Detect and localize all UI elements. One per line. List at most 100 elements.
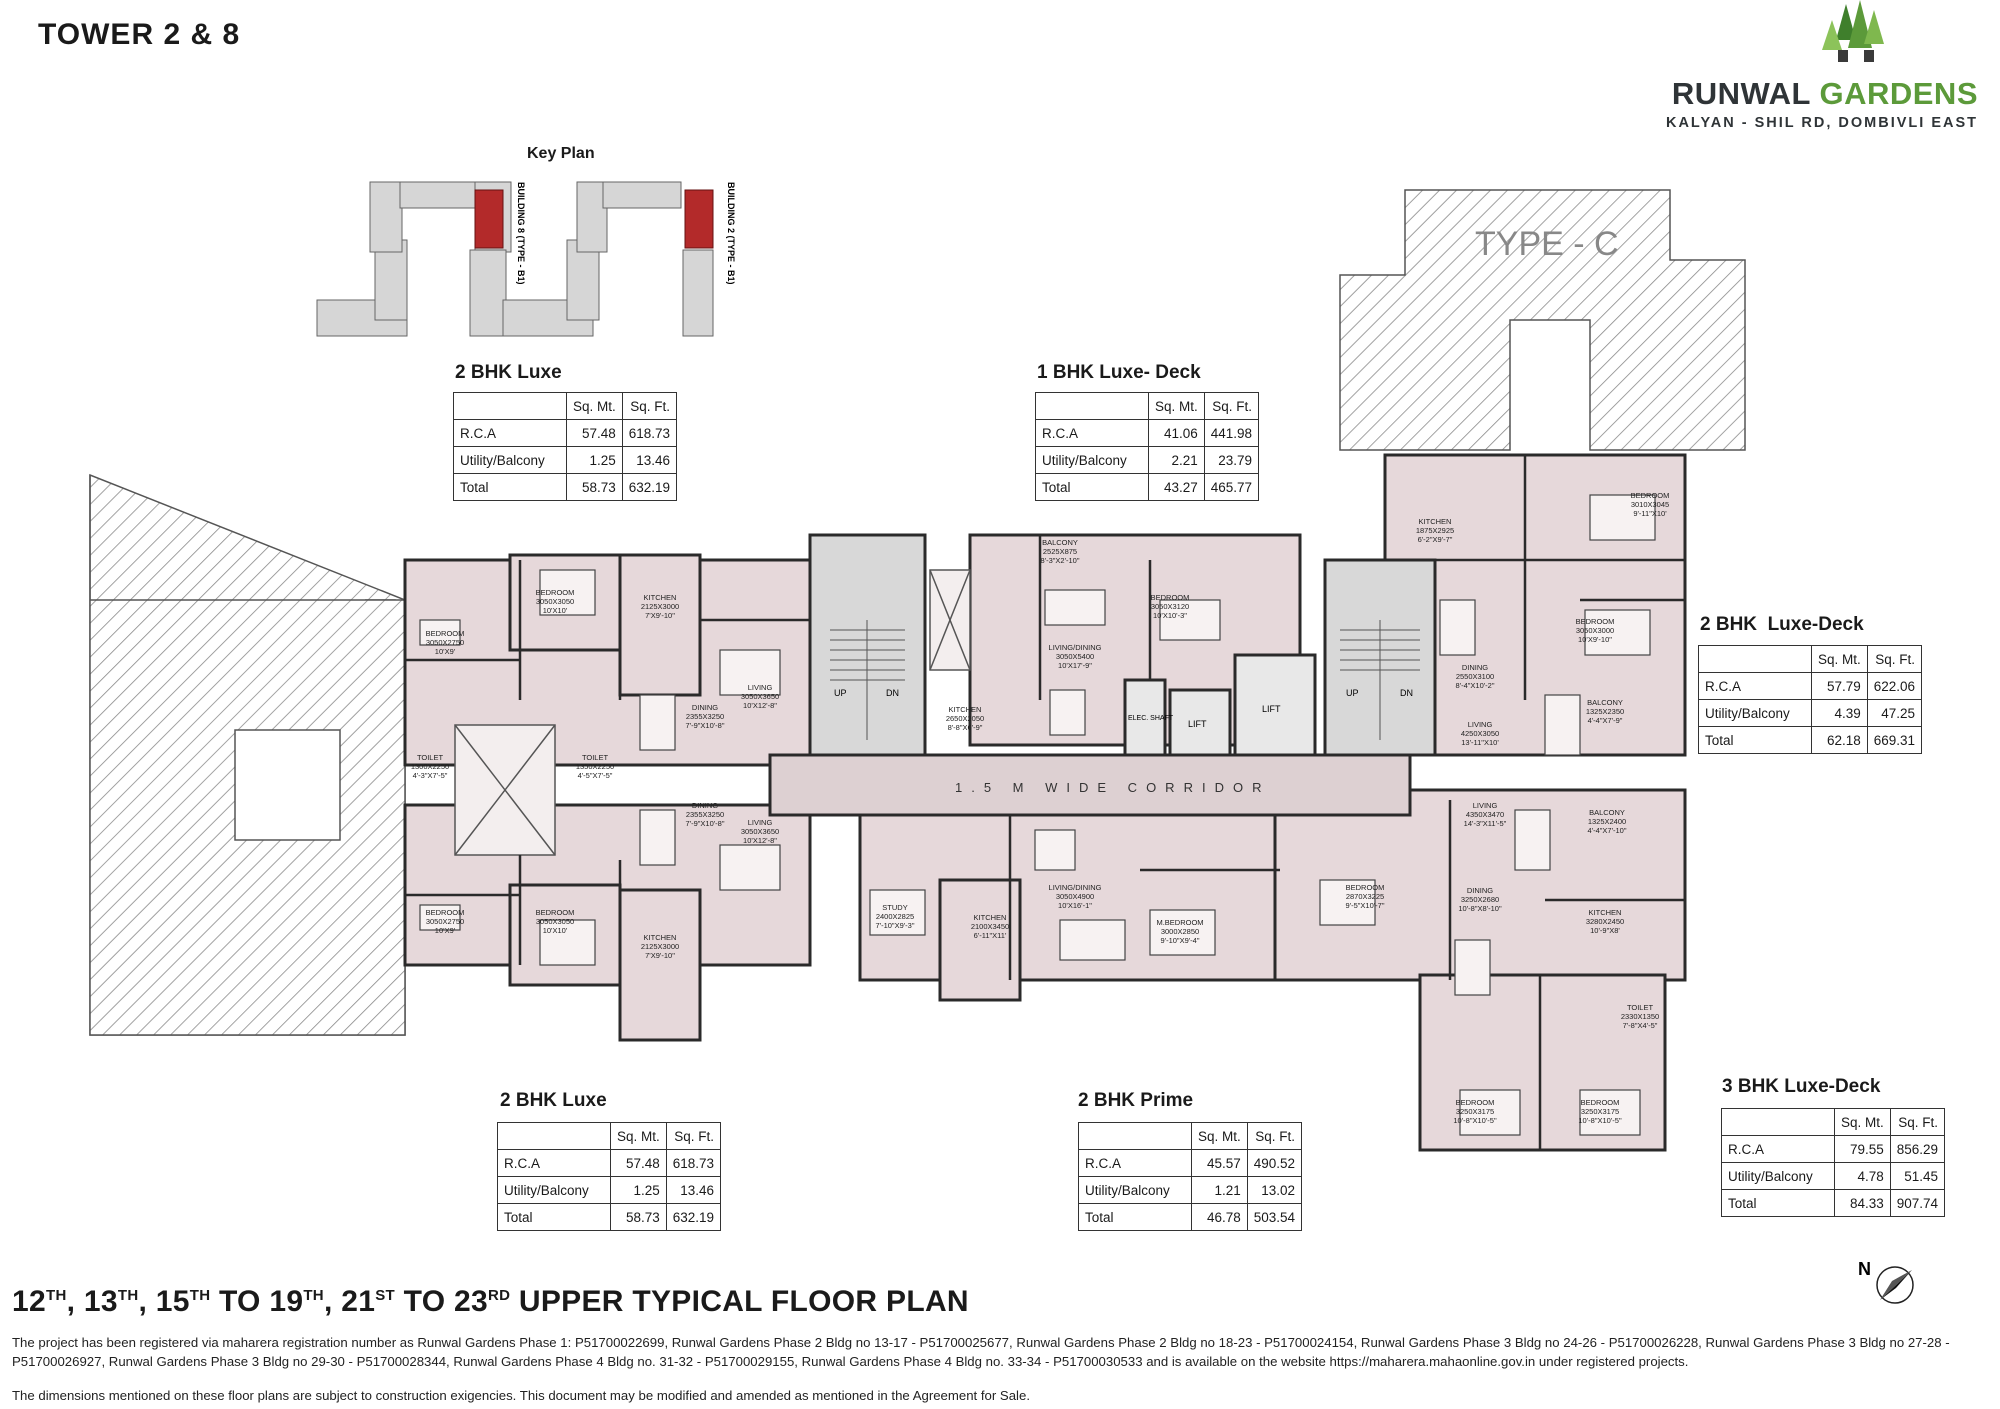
room-label: TOILET (582, 753, 609, 762)
room-label: TOILET (417, 753, 444, 762)
room-label: DINING (692, 703, 718, 712)
room-dims: 3050X3050 (536, 597, 574, 606)
corridor-label: 1.5 M WIDE CORRIDOR (955, 780, 1270, 795)
floor-separator (510, 1285, 519, 1318)
room-dims: 2400X2825 (876, 912, 914, 921)
room-ft: 7'-8"X4'-5" (1623, 1021, 1658, 1030)
room-ft: 10'X16'-1" (1058, 901, 1092, 910)
room-ft: 7'-9"X10'-8" (685, 721, 724, 730)
elec-shaft-label: ELEC. SHAFT (1128, 715, 1174, 722)
room-label: KITCHEN (949, 705, 982, 714)
stair-core-right (1323, 558, 1437, 757)
room-label: LIVING (1468, 720, 1493, 729)
room-ft: 4'-5"X7'-5" (578, 771, 613, 780)
room-ft: 10'X12'-8" (743, 836, 777, 845)
floor-plan-title: 12TH, 13TH, 15TH TO 19TH, 21ST TO 23RD U… (12, 1285, 969, 1319)
room-dims: 3050X3000 (1576, 626, 1614, 635)
room-dims: 1875X2925 (1416, 526, 1454, 535)
room-ft: 6'-11"X11' (974, 931, 1007, 940)
stair-dn-label-right: DN (1400, 688, 1413, 698)
floor-separator: , (66, 1285, 84, 1318)
room-dims: 2650X2050 (946, 714, 984, 723)
room-dims: 3050X3120 (1151, 602, 1189, 611)
stair-up-label: UP (834, 688, 847, 698)
room-dims: 4350X3470 (1466, 810, 1504, 819)
room-label: BEDROOM (1456, 1098, 1495, 1107)
room-dims: 3280X2450 (1586, 917, 1624, 926)
room-dims: 1325X2400 (1588, 817, 1626, 826)
room-label: BEDROOM (1581, 1098, 1620, 1107)
adjacent-courtyard (234, 729, 341, 841)
floor-separator: TO (394, 1285, 454, 1318)
room-dims: 2125X3000 (641, 942, 679, 951)
floor-suffix: TH (45, 1287, 67, 1304)
floor-separator: TO (210, 1285, 270, 1318)
room-ft: 10'X9' (435, 926, 456, 935)
floor-number: 12 (12, 1285, 46, 1318)
type-c-label: TYPE - C (1475, 225, 1619, 263)
floor-suffix: ST (375, 1287, 395, 1304)
floor-number: 21 (341, 1285, 376, 1318)
floor-list: 12TH, 13TH, 15TH TO 19TH, 21ST TO 23RD (12, 1285, 519, 1318)
room-label: BEDROOM (536, 908, 575, 917)
room-ft: 10'X17'-9" (1058, 661, 1092, 670)
floor-suffix: TH (117, 1287, 139, 1304)
room-dims: 2355X3250 (686, 712, 724, 721)
floor-number: 15 (155, 1285, 190, 1318)
room-ft: 10'-9"X8' (1590, 926, 1620, 935)
stair-dn-label: DN (886, 688, 899, 698)
brand-part-2: GARDENS (1819, 76, 1978, 111)
unit-title-2bhk-luxe-deck: 2 BHK Luxe-Deck (1700, 614, 1864, 635)
room-ft: 10'X10'-3" (1153, 611, 1187, 620)
room-dims: 1350X2250 (576, 762, 614, 771)
key-plan-diagram: BUILDING 8 (TYPE - B1) BUILDING 2 (TYPE … (316, 181, 736, 337)
floor-plan-title-tail: UPPER TYPICAL FLOOR PLAN (518, 1285, 969, 1318)
room-ft: 8'-3"X2'-10" (1040, 556, 1079, 565)
room-label: KITCHEN (1589, 908, 1622, 917)
room-dims: 2525X875 (1043, 547, 1077, 556)
room-label: KITCHEN (974, 913, 1007, 922)
room-ft: 10'-8"X8'-10" (1458, 904, 1502, 913)
building-8-label: BUILDING 8 (TYPE - B1) (516, 182, 526, 285)
registration-disclaimer: The project has been registered via maha… (12, 1335, 1950, 1369)
room-label: TOILET (1627, 1003, 1654, 1012)
floor-suffix: TH (189, 1287, 211, 1304)
room-ft: 10'X9'-10" (1578, 635, 1612, 644)
room-ft: 6'-2"X9'-7" (1418, 535, 1453, 544)
unit-title-3bhk-luxe-deck: 3 BHK Luxe-Deck (1722, 1076, 1881, 1097)
room-dims: 2870X3225 (1346, 892, 1384, 901)
elec-shaft (1123, 678, 1167, 757)
unit-title-2bhk-prime: 2 BHK Prime (1078, 1090, 1194, 1111)
room-dims: 3250X3175 (1456, 1107, 1494, 1116)
room-label: LIVING (748, 818, 773, 827)
room-dims: 1300X2250 (411, 762, 449, 771)
stair-up-label-right: UP (1346, 688, 1359, 698)
room-dims: 3050X4900 (1056, 892, 1094, 901)
room-ft: 7'-9"X10'-8" (685, 819, 724, 828)
tree-logo-icon (1822, 0, 1884, 62)
room-label: BEDROOM (536, 588, 575, 597)
room-dims: 2100X3450 (971, 922, 1009, 931)
room-ft: 10'-8"X10'-5" (1578, 1116, 1622, 1125)
floor-number: 23 (453, 1285, 488, 1318)
room-dims: 3000X2850 (1161, 927, 1199, 936)
room-label: LIVING/DINING (1049, 883, 1102, 892)
building-8-highlight (474, 189, 504, 249)
room-label: LIVING (748, 683, 773, 692)
room-dims: 3050X3050 (536, 917, 574, 926)
room-label: BALCONY (1587, 698, 1623, 707)
lift-1-label: LIFT (1188, 719, 1207, 729)
room-dims: 2355X3250 (686, 810, 724, 819)
room-ft: 4'-4"X7'-9" (1588, 716, 1623, 725)
building-2-label: BUILDING 2 (TYPE - B1) (726, 182, 736, 285)
room-ft: 13'-11"X10' (1461, 738, 1499, 747)
room-dims: 2125X3000 (641, 602, 679, 611)
room-label: KITCHEN (1419, 517, 1452, 526)
lift-2-label: LIFT (1262, 704, 1281, 714)
